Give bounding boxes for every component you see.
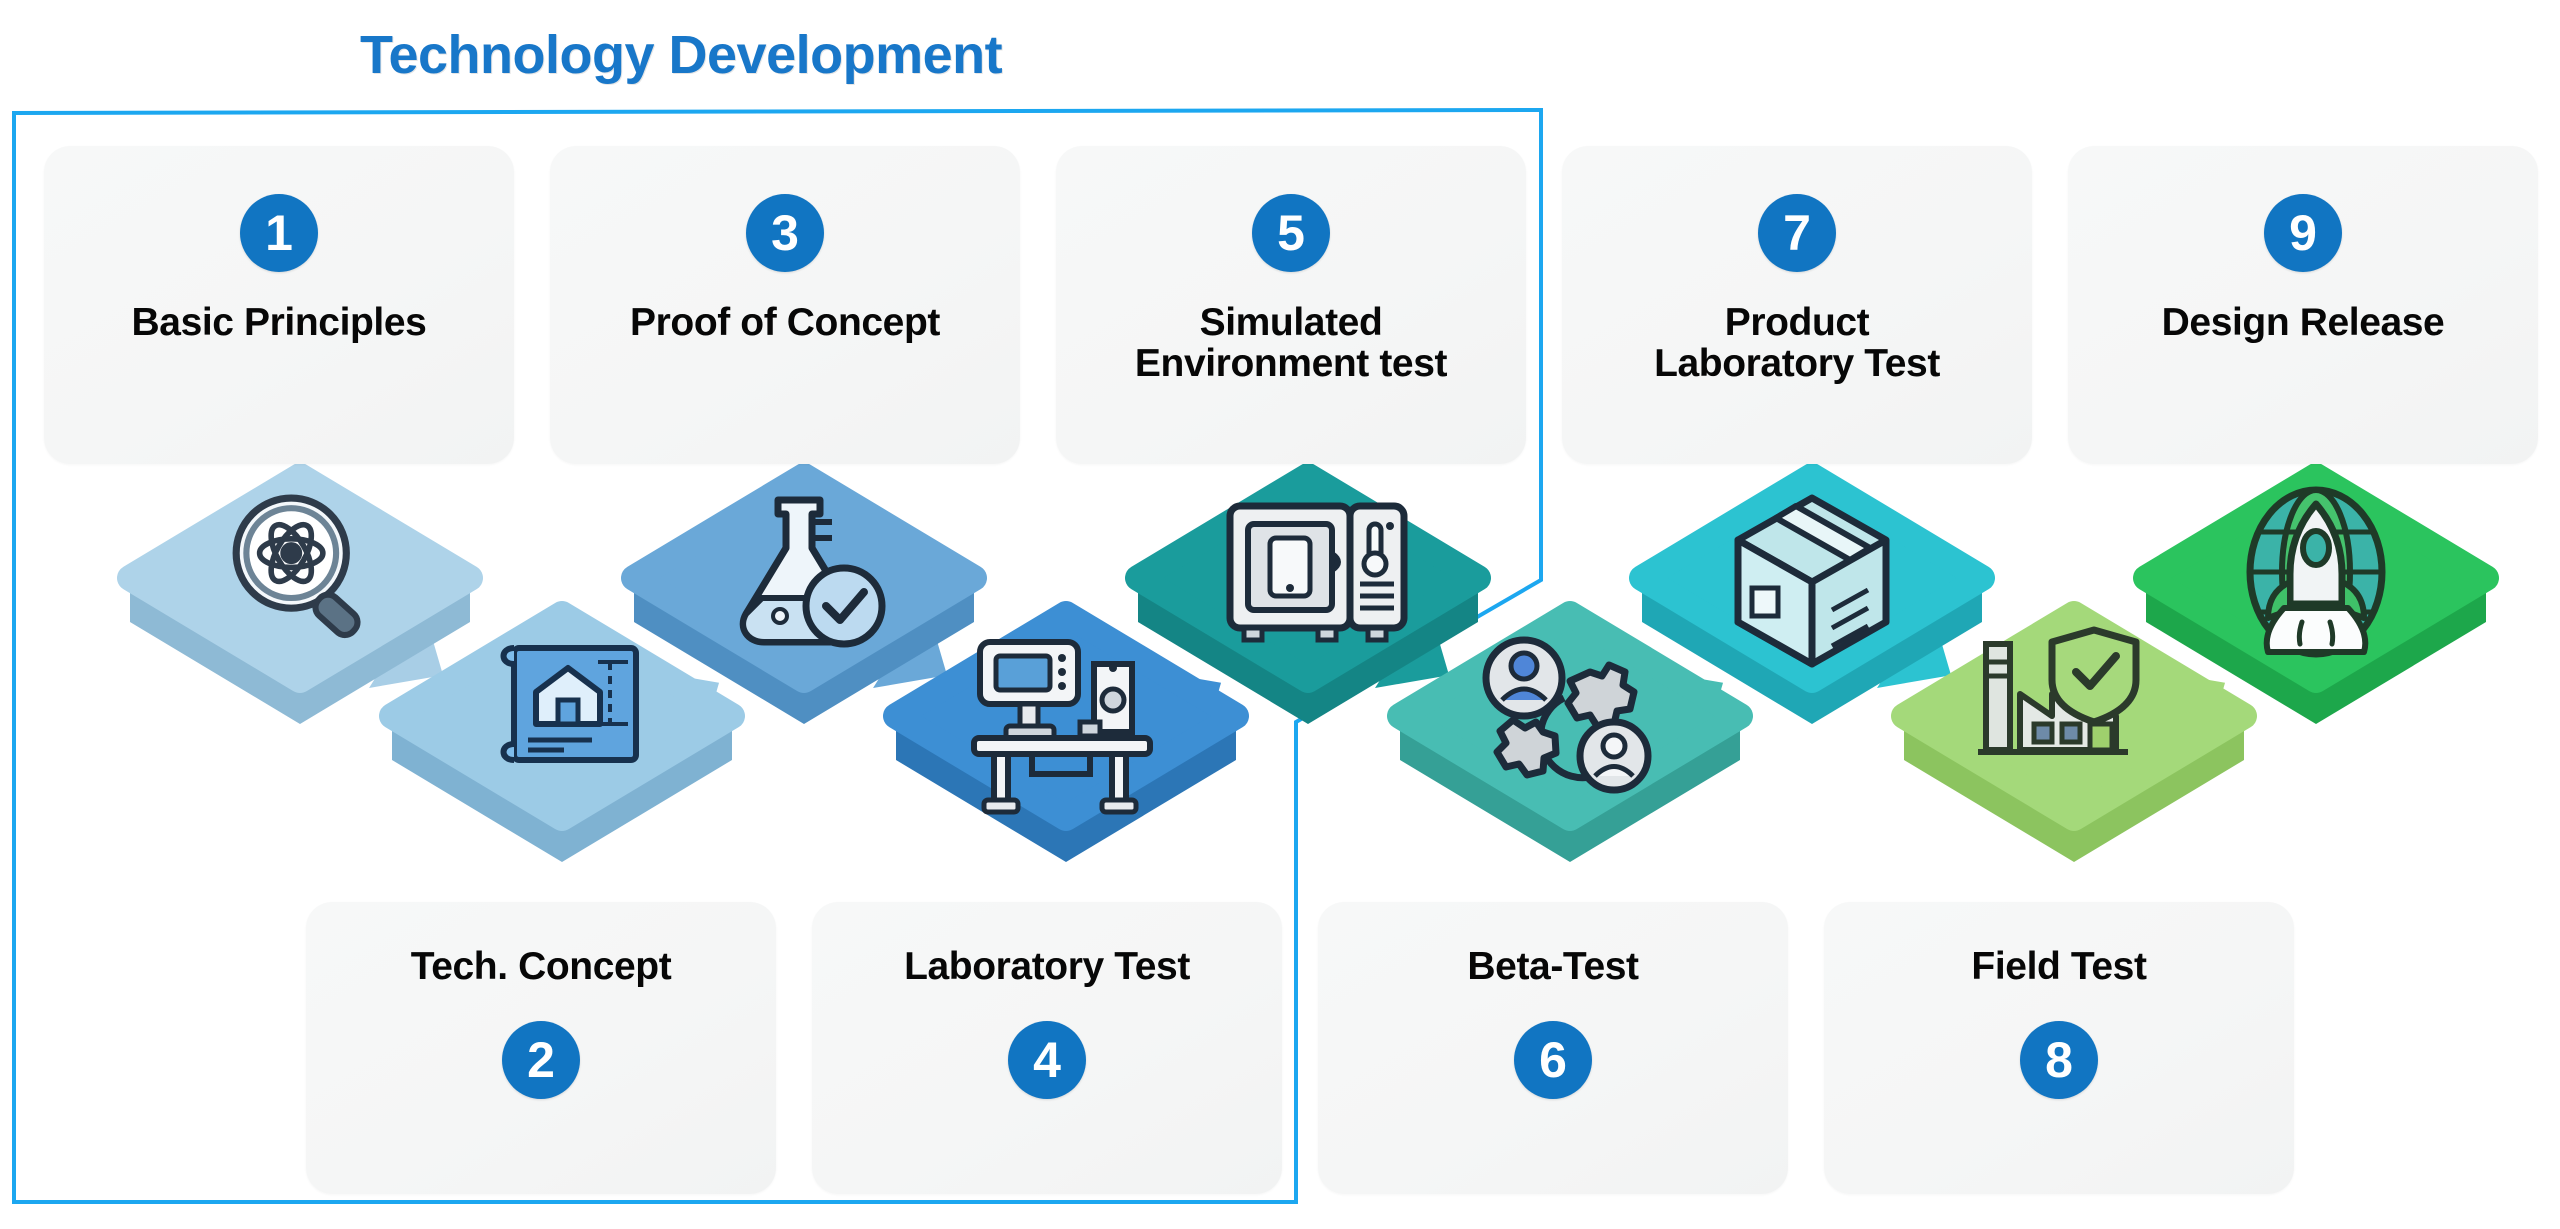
step-badge-8: 8 <box>2020 1021 2098 1100</box>
step-label-line1: Laboratory Test <box>904 945 1190 988</box>
step-label-2: Tech. Concept <box>306 946 776 987</box>
step-badge-3: 3 <box>746 194 824 272</box>
magnifier-atom-icon <box>232 494 361 639</box>
step-card-6[interactable]: Beta-Test 6 <box>1318 902 1788 1194</box>
step-label-line1: Basic Principles <box>131 301 427 344</box>
step-badge-7: 7 <box>1758 194 1836 272</box>
step-badge-5: 5 <box>1252 194 1330 272</box>
arrow-4-5 <box>1108 670 1222 766</box>
users-gear-icon <box>1482 636 1652 794</box>
arrow-1-2 <box>330 592 444 688</box>
iso-tile-4-laboratory-test[interactable] <box>883 601 1249 862</box>
step-label-1: Basic Principles <box>44 302 514 343</box>
blueprint-house-icon <box>500 645 639 763</box>
step-label-line1: Design Release <box>2161 301 2445 344</box>
arrow-6-7 <box>1610 670 1724 766</box>
step-card-9[interactable]: 9 Design Release <box>2068 146 2538 464</box>
step-badge-6: 6 <box>1514 1021 1592 1100</box>
step-label-line1: Beta-Test <box>1467 945 1639 988</box>
step-card-1[interactable]: 1 Basic Principles <box>44 146 514 464</box>
step-badge-2: 2 <box>502 1021 580 1100</box>
step-label-4: Laboratory Test <box>812 946 1282 987</box>
step-card-8[interactable]: Field Test 8 <box>1824 902 2294 1194</box>
step-label-line1: Field Test <box>1971 945 2147 988</box>
iso-tile-7-product-laboratory-test[interactable] <box>1629 463 1995 724</box>
step-card-4[interactable]: Laboratory Test 4 <box>812 902 1282 1194</box>
iso-tile-5-simulated-environment-test[interactable] <box>1125 463 1491 724</box>
step-card-5[interactable]: 5 Simulated Environment test <box>1056 146 1526 464</box>
step-label-5: Simulated Environment test <box>1056 302 1526 385</box>
iso-tile-6-beta-test[interactable] <box>1387 601 1753 862</box>
step-label-line1: Proof of Concept <box>630 301 940 344</box>
step-card-3[interactable]: 3 Proof of Concept <box>550 146 1020 464</box>
step-label-line1: Tech. Concept <box>410 945 672 988</box>
package-box-icon <box>1734 494 1890 668</box>
arrow-7-8 <box>1838 592 1952 688</box>
rocket-globe-icon <box>2246 486 2386 658</box>
step-card-2[interactable]: Tech. Concept 2 <box>306 902 776 1194</box>
page-title: Technology Development <box>360 25 1003 85</box>
step-label-7: Product Laboratory Test <box>1562 302 2032 385</box>
step-badge-1: 1 <box>240 194 318 272</box>
step-badge-9: 9 <box>2264 194 2342 272</box>
step-label-6: Beta-Test <box>1318 946 1788 987</box>
lab-bench-instrument-icon <box>971 639 1153 815</box>
step-label-8: Field Test <box>1824 946 2294 987</box>
iso-tile-1-basic-principles[interactable] <box>117 463 483 724</box>
step-badge-4: 4 <box>1008 1021 1086 1100</box>
flask-check-icon <box>739 496 886 648</box>
step-label-3: Proof of Concept <box>550 302 1020 343</box>
iso-tile-8-field-test[interactable] <box>1891 601 2257 862</box>
climate-chamber-icon <box>1226 502 1408 643</box>
iso-tile-3-proof-of-concept[interactable] <box>621 463 987 724</box>
step-label-line2: Laboratory Test <box>1654 342 1940 386</box>
arrow-3-4 <box>834 592 948 688</box>
iso-tile-2-tech-concept[interactable] <box>379 601 745 862</box>
flow-arrows <box>330 592 2226 766</box>
step-label-line1: Simulated <box>1199 301 1383 344</box>
arrow-5-6 <box>1336 592 1450 688</box>
factory-shield-icon <box>1978 626 2140 755</box>
step-card-7[interactable]: 7 Product Laboratory Test <box>1562 146 2032 464</box>
arrow-8-9 <box>2112 670 2226 766</box>
step-label-line1: Product <box>1724 301 1870 344</box>
iso-tile-9-design-release[interactable] <box>2133 463 2499 724</box>
step-label-line2: Environment test <box>1134 342 1448 386</box>
step-label-9: Design Release <box>2068 302 2538 343</box>
arrow-2-3 <box>606 670 720 766</box>
